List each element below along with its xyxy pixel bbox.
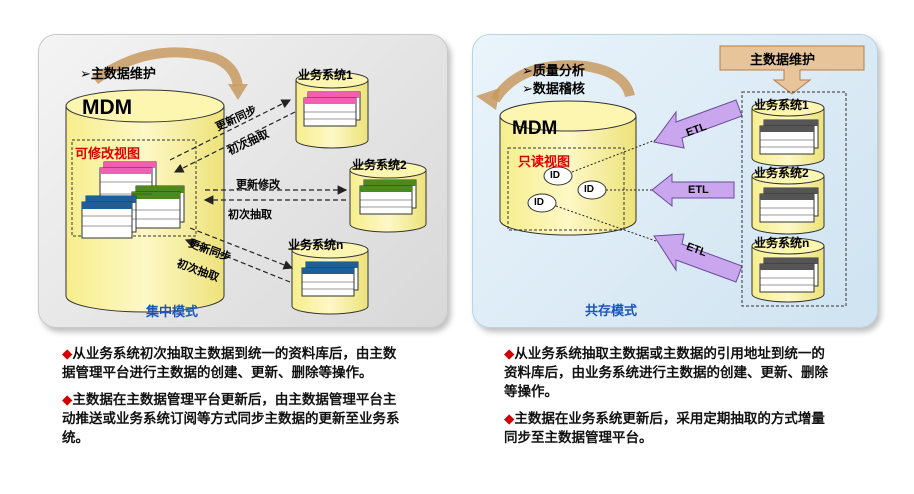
editable-view-label: 可修改视图 [75,146,141,161]
business-system-n-left [291,241,369,315]
business-systems-box [741,91,847,307]
description-left: ◆从业务系统初次抽取主数据到统一的资料库后，由主数据管理平台进行主数据的创建、更… [62,344,402,455]
maintain-curve-arrow-left [92,47,243,87]
system-1-label-right: 业务系统1 [754,98,809,112]
description-left-1: ◆从业务系统初次抽取主数据到统一的资料库后，由主数据管理平台进行主数据的创建、更… [62,346,397,380]
id-ellipses [527,166,607,213]
editable-view-box [71,139,197,237]
description-right-2: ◆主数据在业务系统更新后，采用定期抽取的方式增量同步至主数据管理平台。 [504,411,825,445]
quality-label: ➢质量分析 [522,63,585,78]
readonly-view-label: 只读视图 [518,154,571,169]
description-left-2: ◆主数据在主数据管理平台更新后，由主数据管理平台主动推送或业务系统订阅等方式同步… [62,392,400,445]
business-system-2-left [349,161,427,233]
etl-label-2: ETL [688,184,709,196]
business-system-n-right [751,237,825,303]
system-n-label-left: 业务系统n [288,238,344,252]
system-2-label-left: 业务系统2 [352,158,407,172]
extract-label-2: 初次抽取 [228,209,272,221]
business-system-1-left [295,71,369,149]
readonly-view-box [507,147,625,231]
mdm-label-right: MDM [512,118,558,139]
etl-arrows [651,99,743,283]
mdm-tables-left [81,161,185,239]
id-label-3: ID [534,197,544,208]
maintain-banner-arrow [719,45,865,95]
business-system-1-right [751,99,825,167]
description-right-1: ◆从业务系统抽取主数据或主数据的引用地址到统一的资料库后，由业务系统进行主数据的… [504,346,828,399]
modify-label: 更新修改 [236,179,280,191]
system-2-label-right: 业务系统2 [754,166,809,180]
centralized-mode-label: 集中模式 [146,304,199,319]
audit-label: ➢数据稽核 [522,81,585,96]
system-1-label-left: 业务系统1 [298,68,353,82]
id-label-1: ID [550,170,560,181]
id-label-2: ID [584,184,594,195]
maintain-curve-arrow-right [490,60,635,103]
maintain-label-right: 主数据维护 [750,52,816,67]
coexistence-mode-label: 共存模式 [585,303,638,318]
flow-arrows-left [169,99,348,283]
business-system-2-right [751,167,825,235]
maintain-label-left: ➢主数据维护 [80,66,156,81]
mdm-label-left: MDM [82,96,133,119]
description-right: ◆从业务系统抽取主数据或主数据的引用地址到统一的资料库后，由业务系统进行主数据的… [504,344,830,455]
system-n-label-right: 业务系统n [754,236,810,250]
